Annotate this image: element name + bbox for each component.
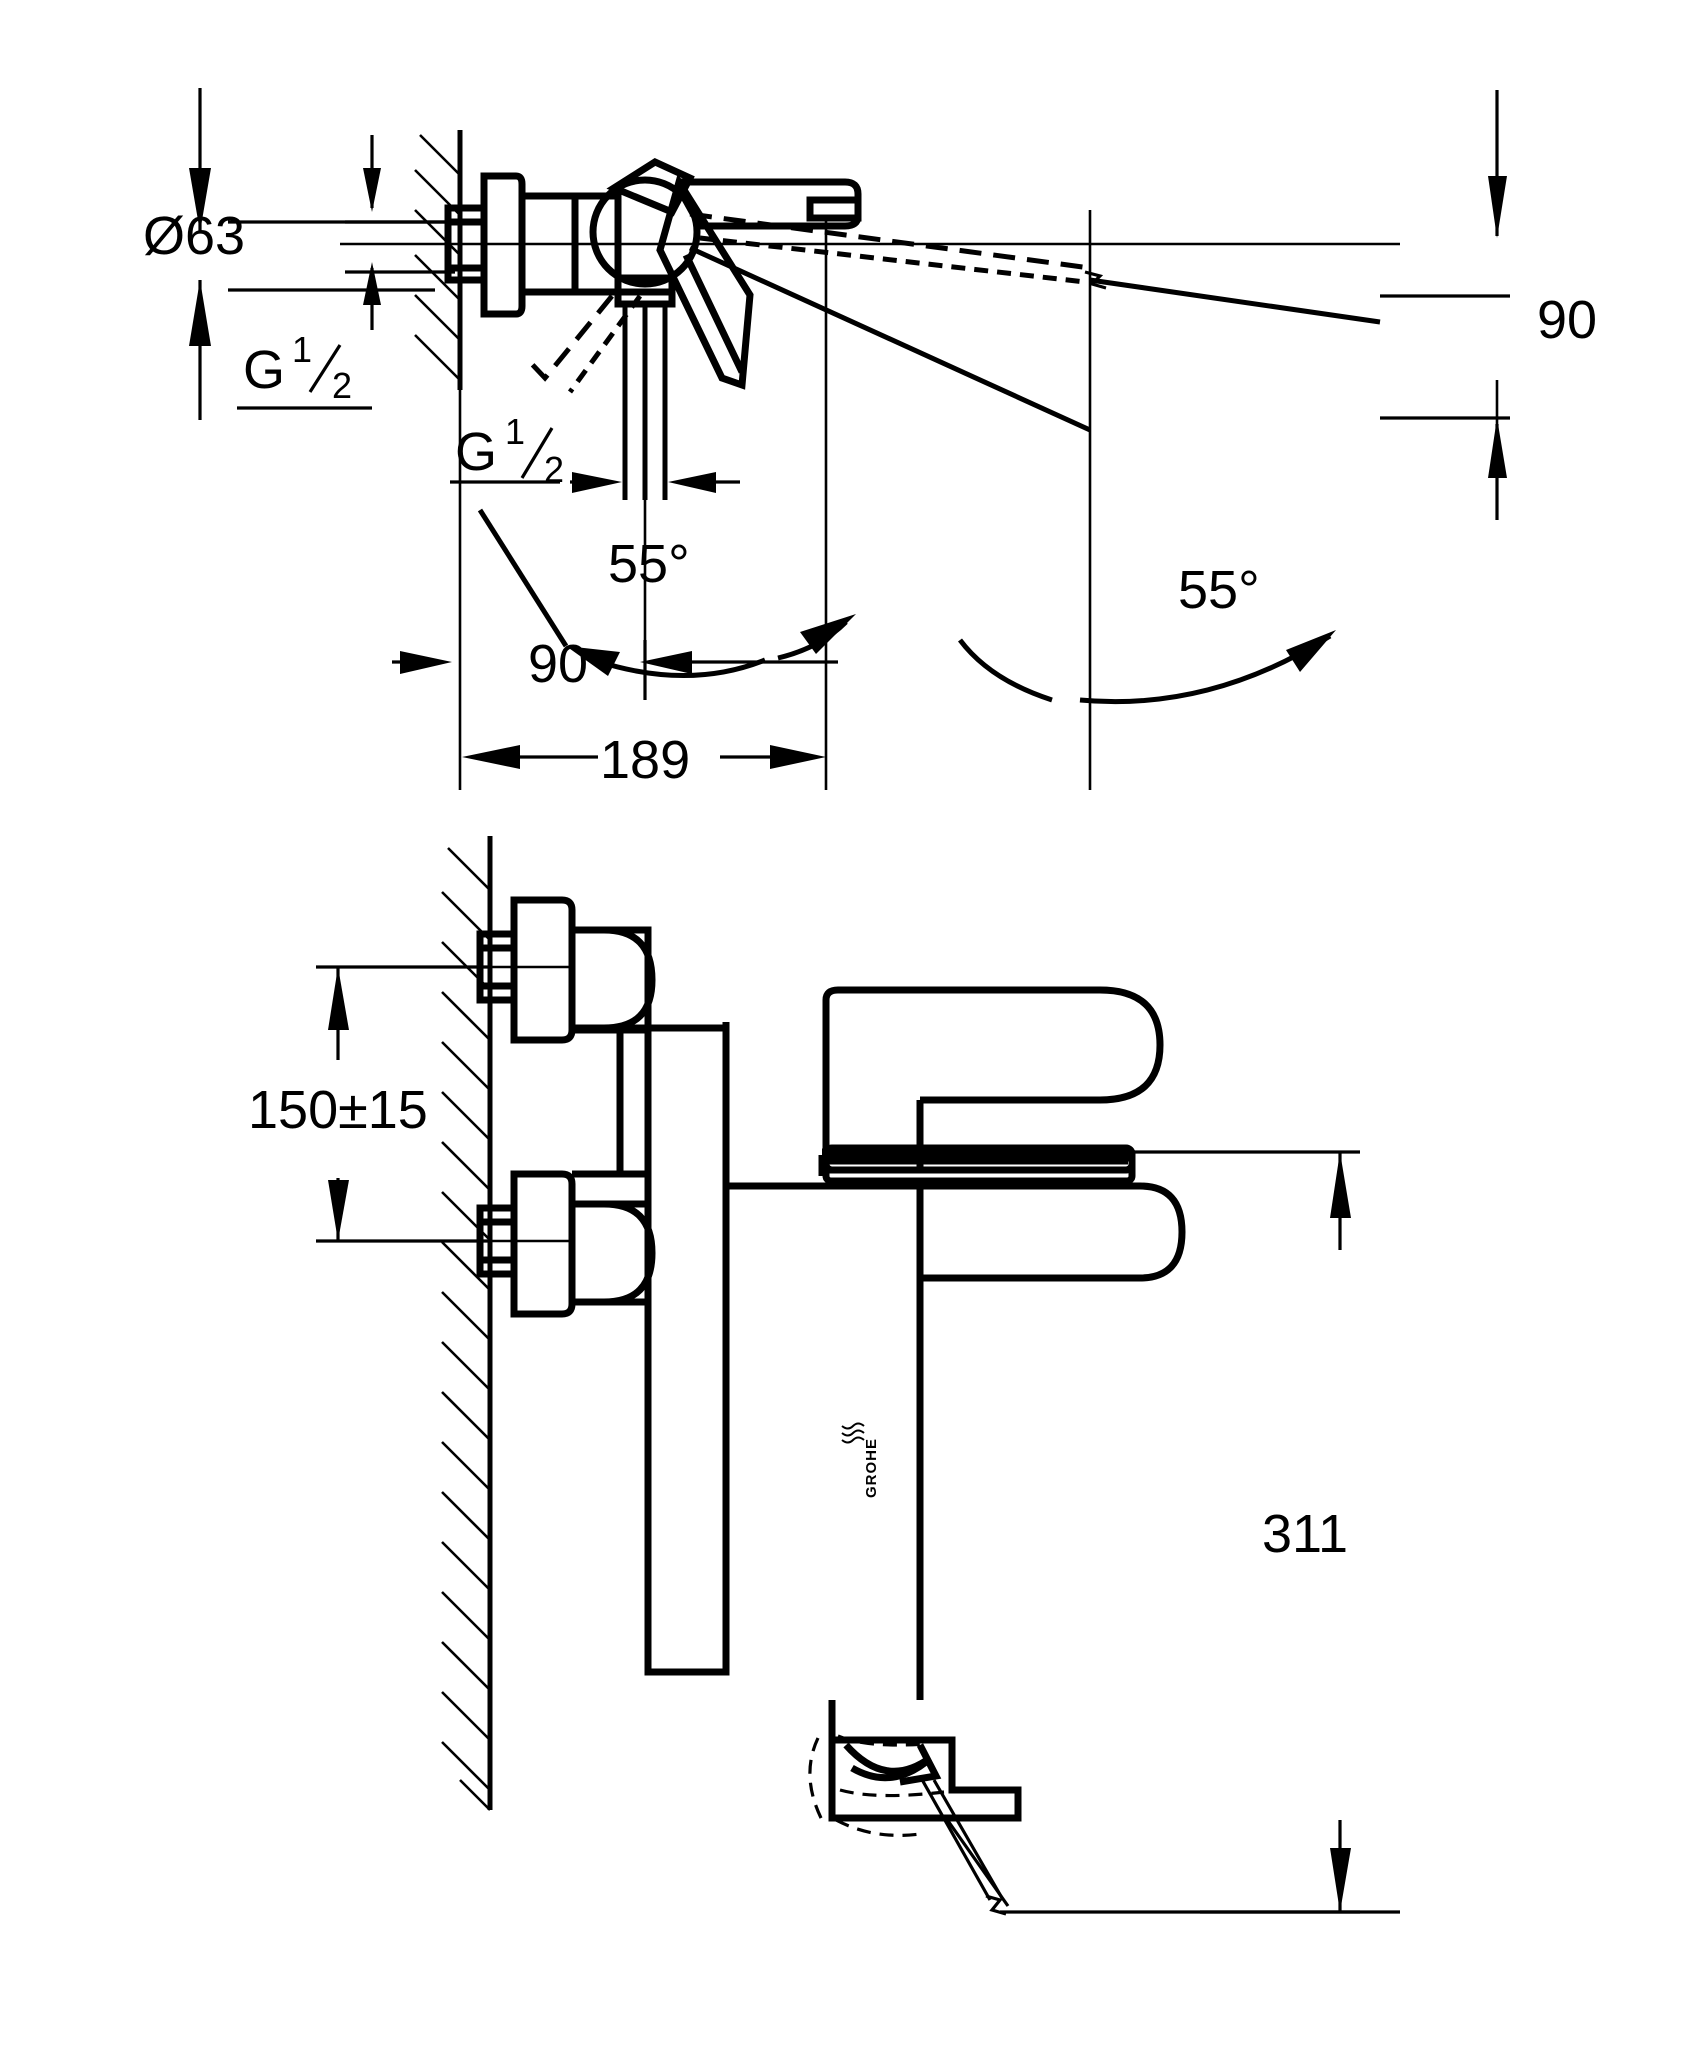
dim-label-311: 311 [1262, 1504, 1348, 1564]
thread-den-lower: 2 [544, 449, 564, 490]
wall-hatch-top [414, 130, 463, 390]
front-view-group: GROHE 150±15 311 [248, 836, 1400, 1916]
thread-letter-lower: G [455, 422, 497, 482]
mixer-body-top [340, 172, 1400, 318]
label-thread-upper: G 1 2 [237, 329, 372, 410]
dim-label-55-left: 55° [608, 534, 690, 594]
annotation-angle-left: 55° [477, 508, 856, 678]
upper-handle-bar [822, 1153, 1136, 1185]
lower-inlet-assembly [380, 1170, 656, 1318]
dimension-311: 311 [1130, 1150, 1360, 1914]
dimension-189: 189 [462, 730, 826, 790]
dimension-90-right: 90 [1380, 90, 1597, 520]
outlet-block [808, 1700, 1400, 1916]
thread-letter-upper: G [243, 340, 285, 400]
brand-logo-text: GROHE [863, 1438, 880, 1498]
top-view-group: Ø63 G 1 2 [143, 88, 1597, 790]
thread-num-lower: 1 [505, 411, 525, 452]
dim-label-55-right: 55° [1178, 560, 1260, 620]
thread-den-upper: 2 [332, 365, 352, 406]
lever-ghost-left [528, 294, 643, 394]
lever-handle-front [818, 986, 1164, 1174]
dim-label-150: 150±15 [248, 1080, 428, 1140]
upper-inlet-assembly [380, 896, 656, 1044]
dim-label-90-right: 90 [1537, 290, 1597, 350]
lever-rotated-solid [606, 158, 754, 390]
lever-extent-right [688, 245, 1381, 433]
annotation-angle-right: 55° [958, 560, 1336, 705]
label-thread-lower: G 1 2 [450, 411, 740, 493]
dim-label-90-bottom: 90 [528, 634, 588, 694]
dimension-inner-port [345, 135, 455, 330]
spout-front [726, 1182, 1186, 1700]
mixer-body-front [572, 930, 730, 1676]
dimension-diameter-63: Ø63 [143, 88, 447, 420]
dim-label-diameter: Ø63 [143, 206, 245, 266]
pivot-block-top [614, 274, 676, 500]
brand-logo: GROHE [841, 1422, 880, 1498]
dimension-150: 150±15 [248, 965, 492, 1243]
thread-num-upper: 1 [292, 329, 312, 370]
dim-label-189: 189 [600, 730, 690, 790]
dimension-90-bottom: 90 [392, 634, 838, 700]
